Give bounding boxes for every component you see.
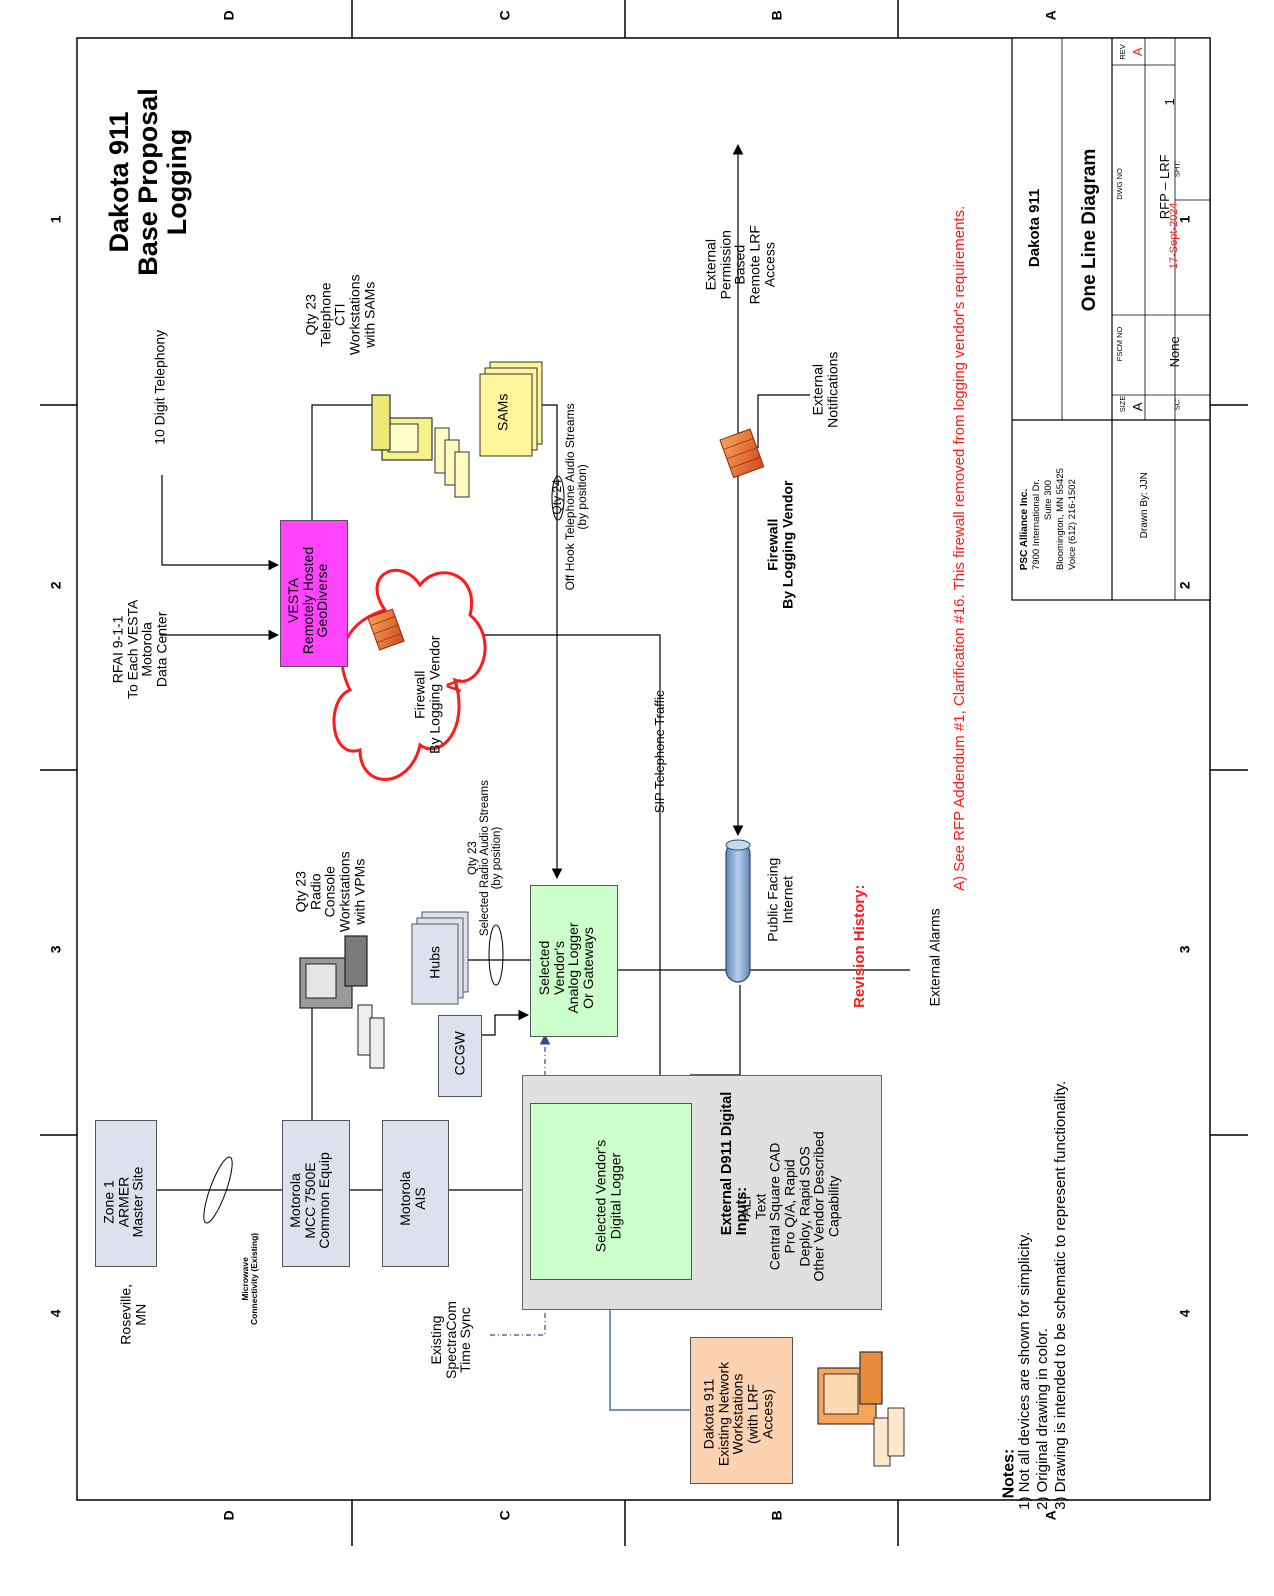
rfai-label: RFAI 9-1-1 To Each VESTA Motorola Data C… — [111, 579, 170, 719]
tb-sht-label: SHT: — [1174, 156, 1182, 181]
ten-digit-telephony-label: 10 Digit Telephony — [153, 327, 168, 447]
grid-letter-top-c: C — [498, 10, 513, 20]
tb-address3: Bloomington, MN 55425 — [1056, 430, 1066, 570]
tb-size-label: SIZE — [1119, 389, 1127, 419]
vesta-box: VESTA Remotely Hosted GeoDiverse — [280, 520, 348, 667]
tb-company: PSC Alliance Inc. — [1020, 430, 1031, 570]
public-internet-label: Public Facing Internet — [765, 840, 794, 960]
tb-drawn-by: Drawn By: JJN — [1140, 440, 1151, 570]
radio-workstations-label: Qty 23 Radio Console Workstations with V… — [293, 827, 366, 957]
spectracom-label: Existing SpectraCom Time Sync — [429, 1285, 473, 1395]
motorola-ais-box: Motorola AIS — [382, 1120, 449, 1267]
tb-rev-label: REV — [1119, 37, 1127, 67]
grid-letter-bottom-b: B — [770, 1510, 785, 1520]
tb-scale-value: None — [1168, 317, 1182, 387]
ccgw-box: CCGW — [438, 1015, 482, 1097]
grid-letter-bottom-d: D — [222, 1510, 237, 1520]
tb-dwg-label: DWG NO — [1116, 154, 1124, 214]
firewall-vendor-label: Firewall By Logging Vendor — [765, 470, 794, 620]
grid-letter-top-a: A — [1044, 10, 1059, 20]
tb-phone: Voice (612) 216-1502 — [1068, 430, 1078, 570]
radio-streams-label: Qty 23 Selected Radio Audio Streams (by … — [467, 773, 503, 943]
firewall-icon — [720, 429, 764, 478]
grid-letter-bottom-a: A — [1044, 1510, 1059, 1520]
external-inputs-body: ALI Text Central Square CAD Pro Q/A, Rap… — [739, 1106, 842, 1306]
sip-traffic-label: SIP Telephone Traffic — [653, 677, 667, 827]
tb-rev-value: A — [1131, 37, 1145, 67]
tb-address1: 7900 International Dr. — [1032, 430, 1042, 570]
revision-history-item: A) See RFP Addendum #1, Clarification #1… — [952, 41, 968, 891]
tb-drawing-title: One Line Diagram — [1080, 140, 1100, 320]
offhook-streams-label: Qty 24 Off Hook Telephone Audio Streams … — [551, 367, 589, 627]
revision-history-heading: Revision History: — [852, 588, 868, 1008]
grid-number-left-4: 4 — [49, 1309, 64, 1317]
tb-address2: Suite 300 — [1044, 430, 1054, 570]
diagram-title: Dakota 911 Base Proposal Logging — [105, 32, 195, 332]
tb-size-value: A — [1131, 392, 1145, 422]
note-item: 1) Not all devices are shown for simplic… — [1017, 1040, 1033, 1510]
grid-number-left-2: 2 — [49, 581, 64, 589]
dakota-workstation-icon — [818, 1352, 904, 1466]
grid-number-left-1: 1 — [49, 215, 64, 223]
mcc-common-equip-box: Motorola MCC 7500E Common Equip — [282, 1120, 350, 1267]
grid-letter-top-d: D — [222, 10, 237, 20]
digital-logger-box: Selected Vendor's Digital Logger — [530, 1103, 692, 1280]
analog-logger-box: Selected Vendor's Analog Logger Or Gatew… — [530, 885, 618, 1037]
sams-label: SAMs — [496, 382, 511, 442]
note-item: 3) Drawing is intended to be schematic t… — [1053, 1040, 1069, 1510]
roseville-label: Roseville, MN — [118, 1285, 147, 1345]
tb-fscm-label: FSCM NO — [1116, 314, 1124, 374]
grid-number-right-2: 2 — [1178, 581, 1193, 589]
grid-number-right-4: 4 — [1178, 1309, 1193, 1317]
grid-letter-top-b: B — [770, 10, 785, 20]
firewall-cloud-label: Firewall By Logging Vendor — [412, 620, 441, 770]
tb-date: 17-Sept-2024 — [1169, 181, 1181, 291]
external-permission-label: External Permission Based Remote LRF Acc… — [703, 205, 776, 325]
tb-sc-label: SC: — [1174, 391, 1182, 416]
cloud-revision-marker: A — [445, 671, 466, 701]
tb-sheet-value: 1 — [1163, 82, 1177, 122]
external-notifications-label: External Notifications — [810, 335, 839, 445]
note-item: 2) Original drawing in color. — [1035, 1040, 1051, 1510]
grid-number-left-3: 3 — [49, 945, 64, 953]
tb-client: Dakota 911 — [1027, 168, 1043, 288]
microwave-label: Microwave Connectivity (Existing) — [241, 1219, 259, 1339]
zone1-master-site-box: Zone 1 ARMER Master Site — [95, 1120, 157, 1267]
cti-workstations-label: Qty 23 Telephone CTI Workstations with S… — [303, 255, 376, 375]
cti-workstation-icon — [372, 395, 469, 497]
dakota-workstations-box: Dakota 911 Existing Network Workstations… — [690, 1337, 793, 1484]
external-alarms-label: External Alarms — [928, 897, 943, 1017]
grid-letter-bottom-c: C — [498, 1510, 513, 1520]
grid-number-right-3: 3 — [1178, 945, 1193, 953]
hubs-label: Hubs — [428, 927, 443, 997]
